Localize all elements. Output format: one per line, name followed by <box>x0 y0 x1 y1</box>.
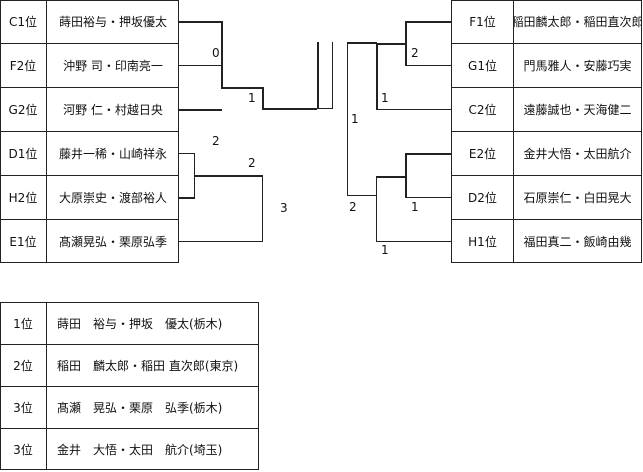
bracket-line <box>347 42 348 195</box>
score: 1 <box>381 91 389 105</box>
results-row-line <box>0 386 259 387</box>
bracket-line <box>262 108 317 110</box>
bracket-line <box>376 43 406 45</box>
score: 2 <box>411 46 419 60</box>
bracket-line <box>406 21 451 23</box>
player-names: 大原崇史・渡部裕人 <box>58 191 167 205</box>
bracket-line <box>179 21 222 23</box>
seed-label: D2位 <box>468 191 497 205</box>
seed-label: D1位 <box>8 147 38 161</box>
seed-label: G2位 <box>8 103 38 117</box>
bracket-line <box>194 175 263 177</box>
result-rank: 3位 <box>13 401 33 415</box>
score: 0 <box>212 46 220 60</box>
seed-label: G1位 <box>468 59 497 73</box>
bracket-line <box>376 176 377 241</box>
bracket-line <box>376 241 451 242</box>
bracket-line <box>405 21 407 65</box>
bracket-line <box>376 176 406 178</box>
bracket-line <box>317 108 333 109</box>
player-names: 金井大悟・太田航介 <box>523 147 632 161</box>
bracket-line <box>405 65 451 66</box>
result-pair: 金井 大悟・太田 航介(埼玉) <box>57 443 223 457</box>
result-pair: 稲田 麟太郎・稲田 直次郎(東京) <box>57 359 239 373</box>
left-row-line <box>0 87 179 88</box>
bracket-line <box>221 87 263 89</box>
player-names: 門馬雅人・安藤巧実 <box>523 59 632 73</box>
bracket-line <box>179 197 195 199</box>
bracket-line <box>347 42 377 44</box>
result-pair: 蒔田 裕与・押坂 優太(栃木) <box>57 316 223 331</box>
seed-label: E1位 <box>9 235 37 249</box>
player-names: 稲田麟太郎・稲田直次郎 <box>514 15 641 29</box>
result-rank: 2位 <box>13 359 33 373</box>
result-rank: 3位 <box>13 443 33 457</box>
player-names: 遠藤誠也・天海健二 <box>523 103 632 117</box>
bracket-line <box>376 109 451 110</box>
score: 1 <box>411 200 419 214</box>
bracket-line <box>262 175 263 241</box>
score: 2 <box>212 134 220 148</box>
results-row-line <box>0 344 259 345</box>
player-names: 河野 仁・村越日央 <box>63 103 163 117</box>
bracket-line <box>179 109 222 111</box>
score: 3 <box>280 201 288 215</box>
seed-label: H1位 <box>468 235 497 249</box>
bracket-line <box>405 197 451 198</box>
seed-label: C2位 <box>468 103 497 117</box>
right-row-line <box>451 219 642 220</box>
result-pair: 髙瀬 晃弘・栗原 弘季(栃木) <box>57 401 223 415</box>
score: 1 <box>381 243 389 257</box>
right-row-line <box>451 175 642 176</box>
left-row-line <box>0 131 179 132</box>
seed-label: F2位 <box>9 59 37 73</box>
bracket-line <box>332 42 333 109</box>
bracket-line <box>262 87 264 108</box>
seed-label: H2位 <box>8 191 38 205</box>
left-row-line <box>0 219 179 220</box>
seed-label: F1位 <box>469 15 496 29</box>
player-names: 髙瀬晃弘・栗原弘季 <box>58 235 167 249</box>
seed-label: C1位 <box>8 15 37 29</box>
bracket-line <box>405 153 407 197</box>
left-row-line <box>0 43 179 44</box>
results-row-line <box>0 428 259 429</box>
player-names: 藤井一稀・山崎祥永 <box>58 147 167 161</box>
score: 2 <box>349 200 357 214</box>
score: 2 <box>248 156 256 170</box>
bracket-line <box>376 43 378 109</box>
seed-label: E2位 <box>468 147 497 161</box>
player-names: 石原崇仁・白田晃大 <box>523 191 632 205</box>
right-row-line <box>451 87 642 88</box>
bracket-line <box>406 153 451 155</box>
player-names: 沖野 司・印南亮一 <box>63 59 163 73</box>
result-rank: 1位 <box>13 316 33 331</box>
bracket-line <box>179 65 222 66</box>
bracket-line <box>347 195 377 196</box>
right-row-line <box>451 131 642 132</box>
bracket-line <box>317 42 319 109</box>
bracket-line <box>179 241 263 242</box>
bracket-line <box>179 153 195 154</box>
right-row-line <box>451 43 642 44</box>
player-names: 福田真二・飯崎由幾 <box>523 235 632 249</box>
player-names: 蒔田裕与・押坂優太 <box>58 15 167 29</box>
left-row-line <box>0 175 179 176</box>
score: 1 <box>248 91 256 105</box>
bracket-line <box>221 21 223 88</box>
score: 1 <box>351 112 359 126</box>
